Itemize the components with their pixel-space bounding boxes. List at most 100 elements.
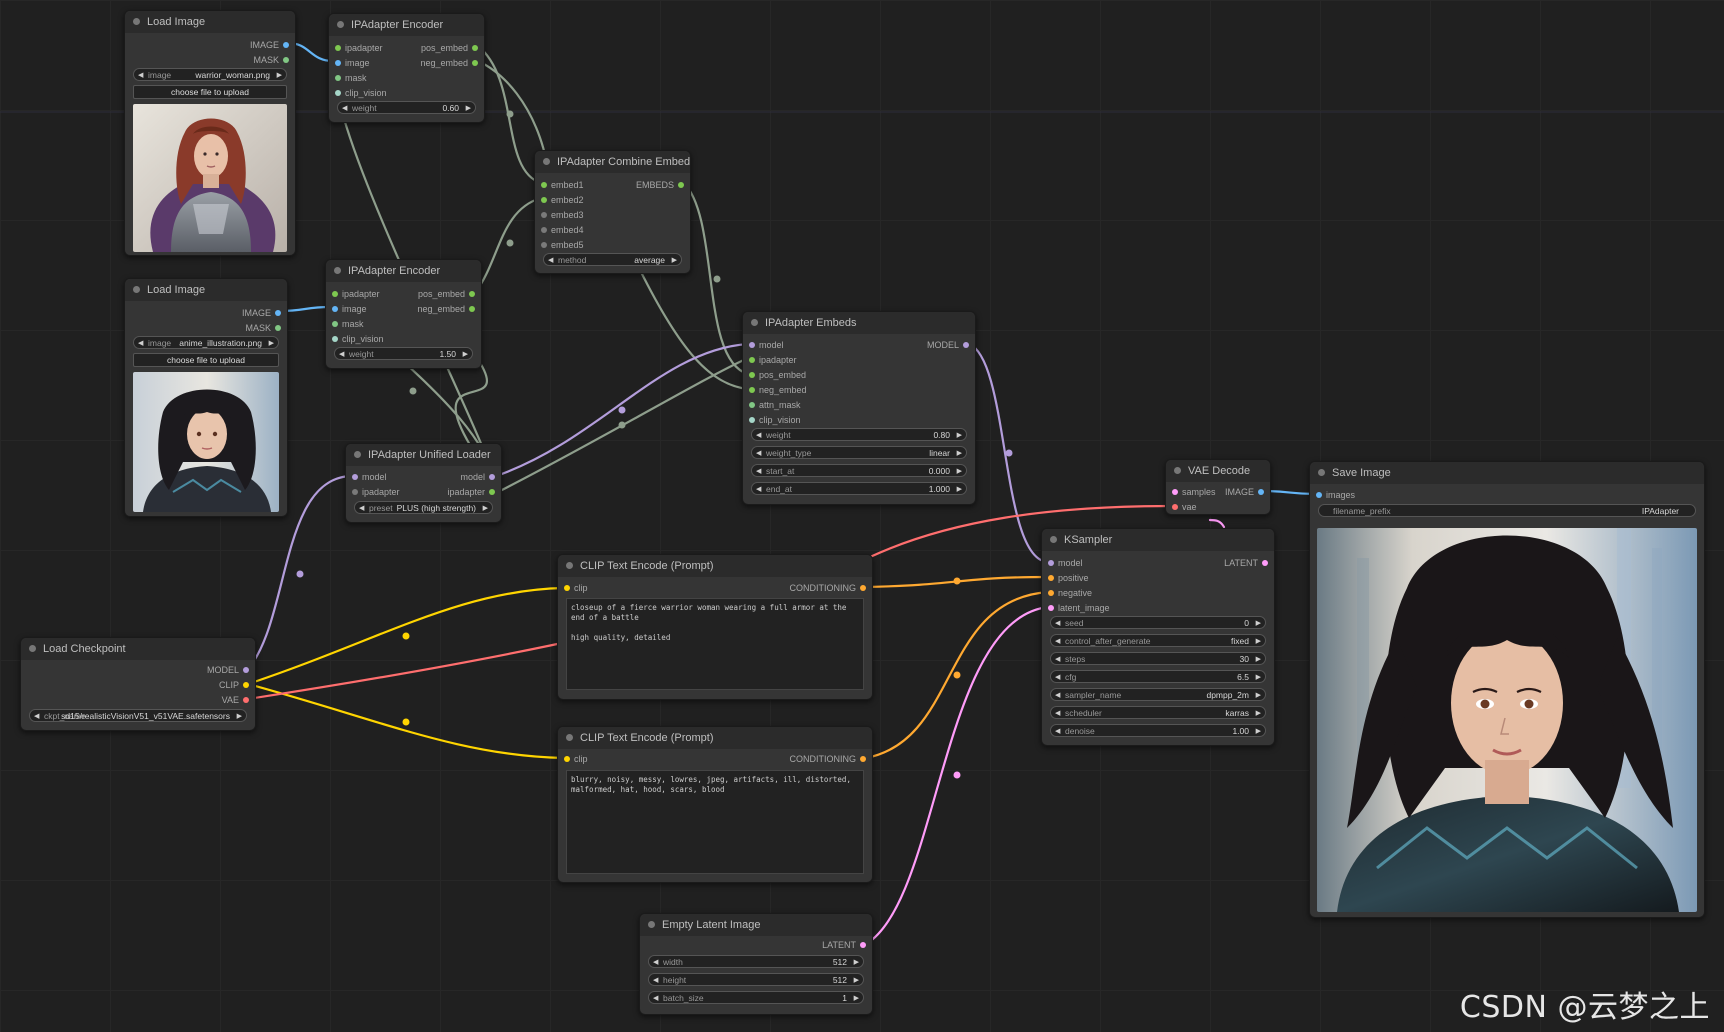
input-embed2[interactable]: embed2	[541, 193, 584, 207]
input-image[interactable]: image	[332, 302, 367, 316]
input-latent-image[interactable]: latent_image	[1048, 601, 1110, 615]
pin-icon[interactable]	[678, 182, 684, 188]
arrow-right-icon[interactable]: ▶	[1255, 638, 1261, 645]
pin-icon[interactable]	[332, 336, 338, 342]
arrow-right-icon[interactable]: ▶	[853, 977, 859, 984]
arrow-left-icon[interactable]: ◀	[1055, 692, 1061, 699]
input-samples[interactable]: samples	[1172, 485, 1216, 499]
output-clip[interactable]: CLIP	[219, 678, 249, 692]
collapse-dot-icon[interactable]	[751, 319, 758, 326]
pin-icon[interactable]	[541, 182, 547, 188]
output-model[interactable]: model	[460, 470, 495, 484]
input-model[interactable]: model	[749, 338, 784, 352]
pin-icon[interactable]	[860, 585, 866, 591]
arrow-left-icon[interactable]: ◀	[359, 505, 365, 512]
pin-icon[interactable]	[564, 756, 570, 762]
input-ipadapter[interactable]: ipadapter	[749, 353, 797, 367]
pin-icon[interactable]	[749, 357, 755, 363]
collapse-dot-icon[interactable]	[648, 921, 655, 928]
collapse-dot-icon[interactable]	[1050, 536, 1057, 543]
output-image[interactable]: IMAGE	[250, 38, 289, 52]
arrow-right-icon[interactable]: ▶	[1255, 710, 1261, 717]
input-vae[interactable]: vae	[1172, 500, 1197, 514]
pin-icon[interactable]	[860, 942, 866, 948]
pin-icon[interactable]	[1262, 560, 1268, 566]
node-ipadapter-encoder-1[interactable]: IPAdapter Encoder ipadapter image mask c…	[328, 13, 485, 123]
arrow-right-icon[interactable]: ▶	[1255, 620, 1261, 627]
pin-icon[interactable]	[352, 489, 358, 495]
node-ipadapter-unified-loader[interactable]: IPAdapter Unified Loader model ipadapter…	[345, 443, 502, 523]
pin-icon[interactable]	[963, 342, 969, 348]
output-mask[interactable]: MASK	[245, 321, 281, 335]
node-vae-decode[interactable]: VAE Decode samples vae IMAGE	[1165, 459, 1271, 515]
pin-icon[interactable]	[243, 697, 249, 703]
pin-icon[interactable]	[275, 325, 281, 331]
arrow-left-icon[interactable]: ◀	[1055, 710, 1061, 717]
arrow-left-icon[interactable]: ◀	[1055, 728, 1061, 735]
output-conditioning[interactable]: CONDITIONING	[790, 752, 866, 766]
collapse-dot-icon[interactable]	[354, 451, 361, 458]
arrow-left-icon[interactable]: ◀	[1055, 638, 1061, 645]
pin-icon[interactable]	[283, 42, 289, 48]
input-ipadapter[interactable]: ipadapter	[332, 287, 380, 301]
node-title[interactable]: Load Image	[125, 11, 295, 33]
pin-icon[interactable]	[352, 474, 358, 480]
pin-icon[interactable]	[1048, 575, 1054, 581]
output-model[interactable]: MODEL	[927, 338, 969, 352]
arrow-right-icon[interactable]: ▶	[276, 72, 282, 79]
pin-icon[interactable]	[335, 90, 341, 96]
node-title[interactable]: IPAdapter Embeds	[743, 312, 975, 334]
node-ipadapter-combine-embeds[interactable]: IPAdapter Combine Embeds embed1 embed2 e…	[534, 150, 691, 274]
pin-icon[interactable]	[541, 197, 547, 203]
arrow-left-icon[interactable]: ◀	[342, 105, 348, 112]
pin-icon[interactable]	[469, 291, 475, 297]
output-pos-embed[interactable]: pos_embed	[418, 287, 475, 301]
node-title[interactable]: Load Checkpoint	[21, 638, 255, 660]
pin-icon[interactable]	[541, 227, 547, 233]
pin-icon[interactable]	[275, 310, 281, 316]
arrow-right-icon[interactable]: ▶	[956, 450, 962, 457]
node-title[interactable]: IPAdapter Encoder	[329, 14, 484, 36]
arrow-left-icon[interactable]: ◀	[756, 468, 762, 475]
input-negative[interactable]: negative	[1048, 586, 1092, 600]
arrow-left-icon[interactable]: ◀	[548, 257, 554, 264]
arrow-left-icon[interactable]: ◀	[339, 351, 345, 358]
arrow-left-icon[interactable]: ◀	[756, 486, 762, 493]
arrow-left-icon[interactable]: ◀	[138, 340, 144, 347]
node-ipadapter-embeds[interactable]: IPAdapter Embeds model ipadapter pos_emb…	[742, 311, 976, 505]
pin-icon[interactable]	[469, 306, 475, 312]
collapse-dot-icon[interactable]	[133, 18, 140, 25]
node-title[interactable]: IPAdapter Encoder	[326, 260, 481, 282]
pin-icon[interactable]	[749, 402, 755, 408]
output-image[interactable]: IMAGE	[1225, 485, 1264, 499]
input-images[interactable]: images	[1316, 488, 1355, 502]
pin-icon[interactable]	[1316, 492, 1322, 498]
arrow-left-icon[interactable]: ◀	[756, 432, 762, 439]
prompt-textarea[interactable]: blurry, noisy, messy, lowres, jpeg, arti…	[566, 770, 864, 874]
pin-icon[interactable]	[332, 291, 338, 297]
input-ipadapter[interactable]: ipadapter	[335, 41, 383, 55]
input-clip-vision[interactable]: clip_vision	[332, 332, 384, 346]
node-title[interactable]: IPAdapter Unified Loader	[346, 444, 501, 466]
input-clip[interactable]: clip	[564, 581, 588, 595]
arrow-left-icon[interactable]: ◀	[756, 450, 762, 457]
arrow-right-icon[interactable]: ▶	[1255, 656, 1261, 663]
pin-icon[interactable]	[489, 489, 495, 495]
input-embed5[interactable]: embed5	[541, 238, 584, 252]
pin-icon[interactable]	[472, 45, 478, 51]
arrow-left-icon[interactable]: ◀	[653, 959, 659, 966]
output-neg-embed[interactable]: neg_embed	[420, 56, 478, 70]
